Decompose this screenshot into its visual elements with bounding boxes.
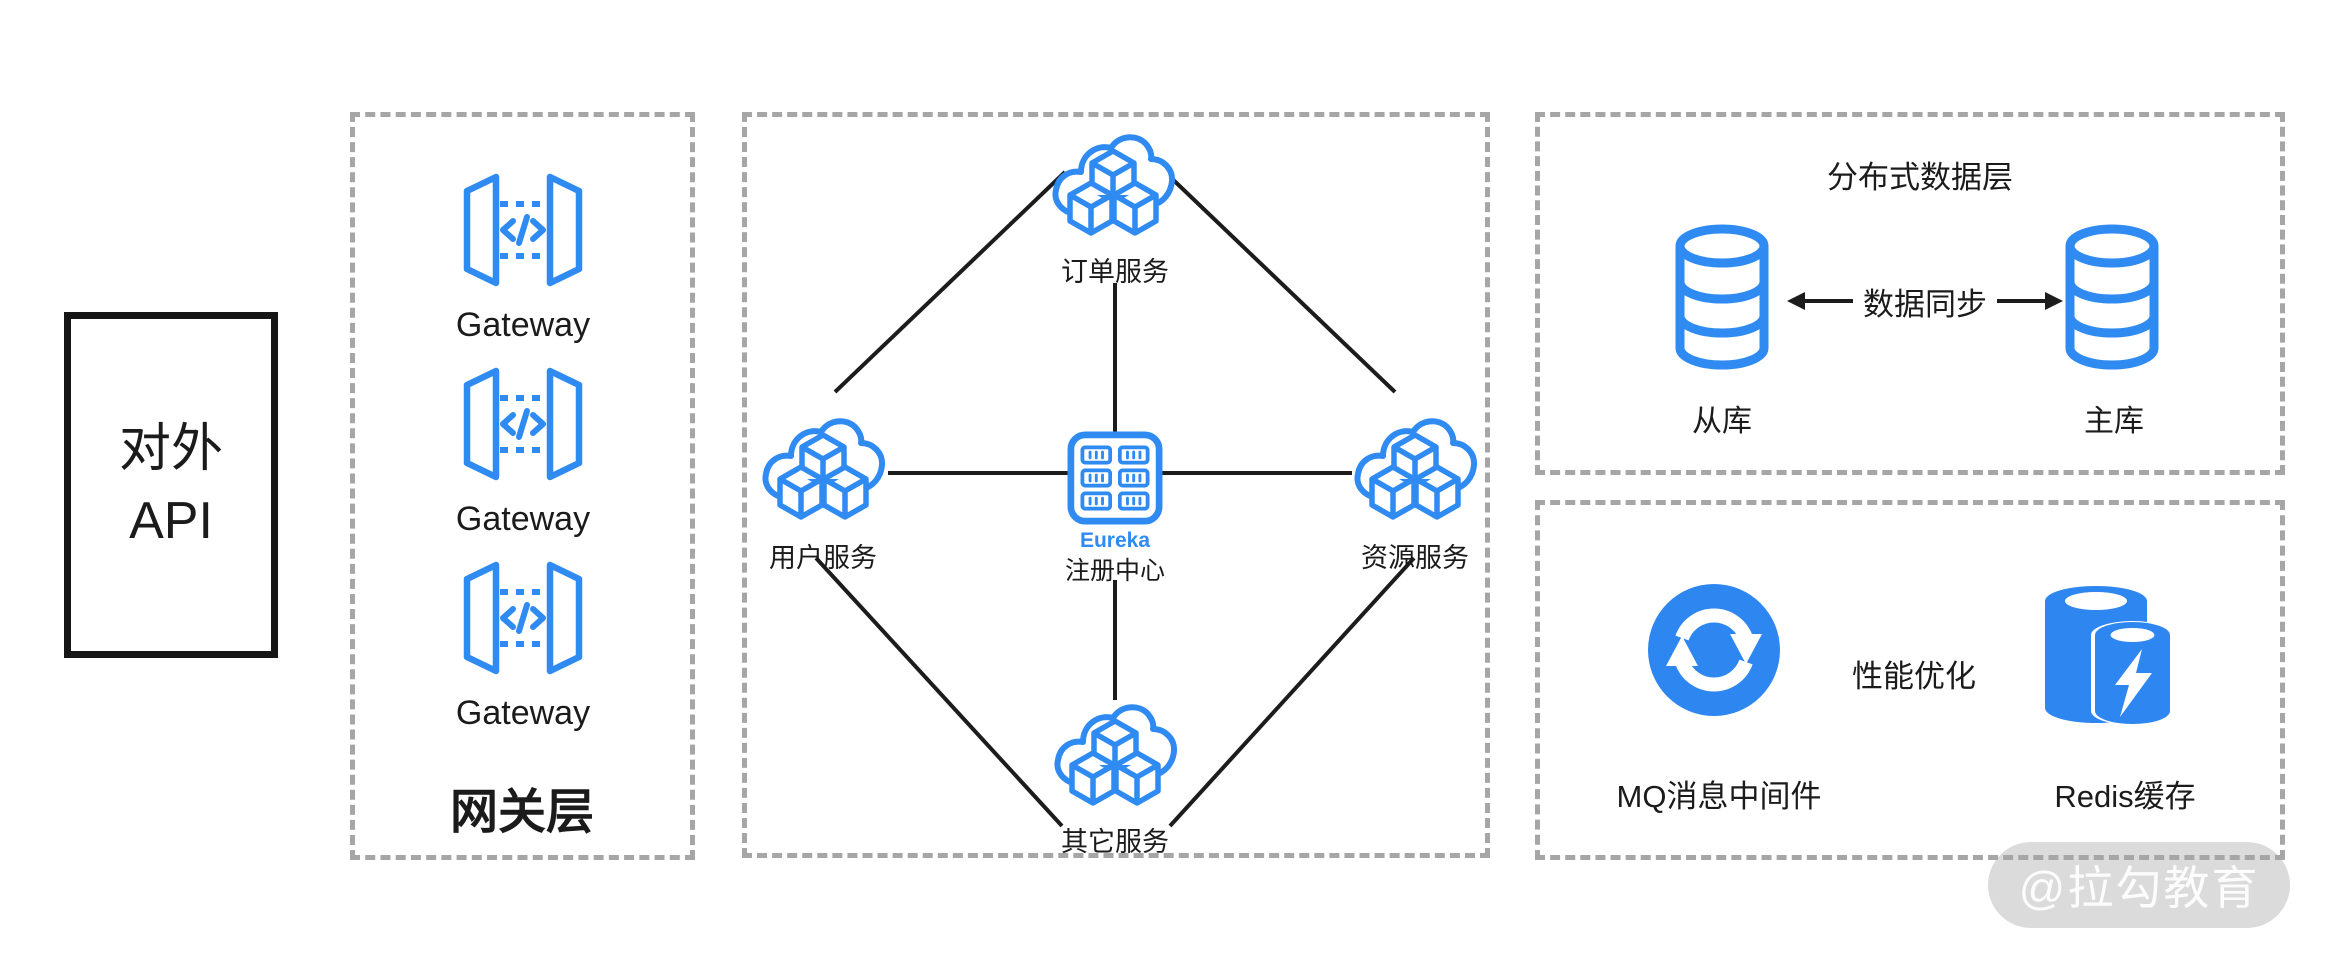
slave-db-node (1670, 222, 1774, 372)
other-service-node (1050, 696, 1180, 818)
cloud-cubes-icon (758, 410, 888, 532)
data-layer-panel (1535, 112, 2285, 475)
gateway-layer-title: 网关层 (449, 786, 595, 839)
order-service-label: 订单服务 (1061, 257, 1169, 287)
external-api-box: 对外 API (64, 312, 278, 658)
master-db-label: 主库 (2084, 405, 2144, 438)
cloud-cubes-icon (1050, 696, 1180, 818)
mq-label: MQ消息中间件 (1616, 779, 1822, 814)
sync-arrows-icon (1646, 582, 1782, 718)
data-layer-title: 分布式数据层 (1827, 160, 2013, 195)
eureka-registry-node (1067, 431, 1163, 525)
master-db-node (2060, 222, 2164, 372)
resource-service-node (1350, 410, 1480, 532)
mq-node (1646, 582, 1782, 718)
database-cylinder-icon (1670, 222, 1774, 372)
redis-cache-icon (2045, 585, 2177, 725)
external-api-line1: 对外 (118, 420, 223, 478)
user-service-label: 用户服务 (769, 543, 877, 573)
redis-label: Redis缓存 (2054, 779, 2196, 814)
slave-db-label: 从库 (1692, 405, 1752, 438)
database-cylinder-icon (2060, 222, 2164, 372)
api-gateway-icon (463, 561, 583, 675)
gateway-layer-panel (350, 112, 695, 860)
cloud-cubes-icon (1048, 126, 1178, 248)
registry-label: 注册中心 (1064, 557, 1166, 585)
gateway-label-2: Gateway (455, 500, 591, 538)
user-service-node (758, 410, 888, 532)
services-panel (742, 112, 1490, 858)
api-gateway-icon (463, 173, 583, 287)
gateway-node-3 (463, 561, 583, 675)
gateway-node-1 (463, 173, 583, 287)
redis-node (2045, 585, 2177, 725)
api-gateway-icon (463, 367, 583, 481)
performance-title: 性能优化 (1852, 659, 1976, 694)
external-api-line2: API (129, 492, 213, 550)
gateway-label-3: Gateway (455, 694, 591, 732)
resource-service-label: 资源服务 (1361, 543, 1469, 573)
watermark-text: @拉勾教育 (2018, 862, 2260, 914)
arrow-right-icon (1995, 287, 2065, 315)
server-grid-icon (1067, 431, 1163, 525)
gateway-label-1: Gateway (455, 306, 591, 344)
data-sync-group: 数据同步 (1782, 283, 2068, 322)
eureka-name: Eureka (1079, 529, 1151, 552)
order-service-node (1048, 126, 1178, 248)
cloud-cubes-icon (1350, 410, 1480, 532)
other-service-label: 其它服务 (1061, 827, 1169, 857)
arrow-left-icon (1785, 287, 1855, 315)
data-sync-label: 数据同步 (1863, 286, 1987, 322)
performance-panel (1535, 500, 2285, 860)
gateway-node-2 (463, 367, 583, 481)
